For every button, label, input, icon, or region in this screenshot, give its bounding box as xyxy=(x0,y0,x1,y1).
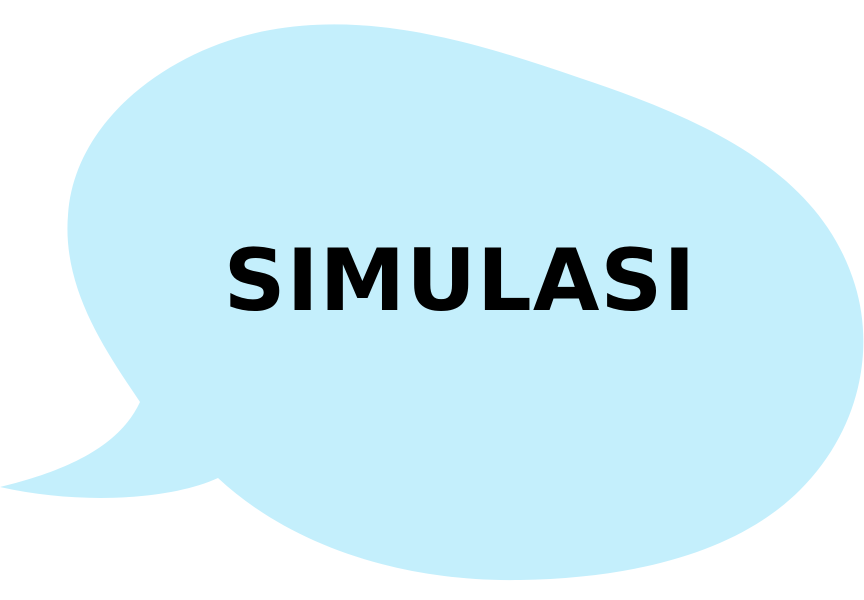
bubble-label: SIMULASI xyxy=(223,231,697,331)
speech-bubble-shape xyxy=(0,24,864,581)
